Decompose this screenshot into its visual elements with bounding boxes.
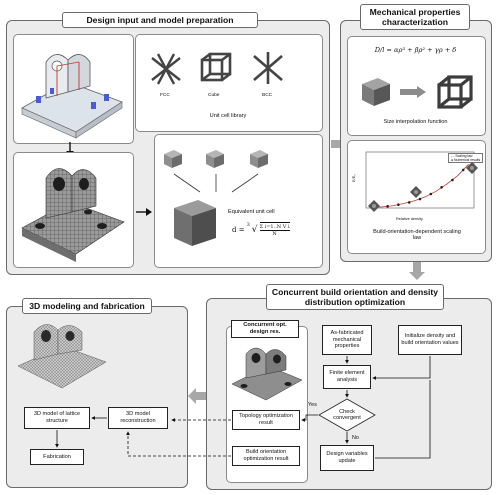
interp-arrow-icon <box>400 86 426 98</box>
right-arrow-icon <box>136 208 152 216</box>
fabrication-box: Fabrication <box>30 449 84 465</box>
orientation-cube-2 <box>410 186 422 198</box>
equivalent-cube <box>174 200 216 246</box>
lattice-model-box: 3D model of lattice structure <box>24 407 90 429</box>
voxel-cube-small-1 <box>164 150 182 168</box>
data-point <box>386 205 389 208</box>
flow-arrow-down-icon <box>409 262 425 280</box>
data-point <box>461 168 465 172</box>
topology-result-box: Topology optimization result <box>232 410 300 430</box>
check-convergent-diamond <box>318 398 376 432</box>
size-interpolation-label: Size interpolation function <box>383 119 448 125</box>
data-point <box>451 178 454 182</box>
data-point <box>418 197 422 201</box>
size-interpolation-formula: D/l = αρ³ + βρ² + γρ + δ <box>374 46 457 54</box>
fea-box: Finite element analysis <box>323 365 371 389</box>
equivalent-unit-cell-box <box>154 134 323 268</box>
meshed-bracket-model <box>21 168 125 262</box>
formula-numerator: Σ i=1..N V i <box>259 224 290 231</box>
chart-legend: — Scaling law ● Numerical results <box>448 153 484 164</box>
fcc-unit-cell-icon <box>151 53 181 85</box>
cad-bracket-model <box>21 54 123 139</box>
concurrent-results-title: Concurrent opt. design res. <box>231 320 299 338</box>
data-point <box>407 201 411 204</box>
data-point <box>397 203 400 206</box>
formula-denominator: N <box>272 231 277 237</box>
voxel-cube-small-3 <box>250 150 268 168</box>
reconstruction-box: 3D model reconstruction <box>108 407 168 429</box>
legend-item-numerical: ● Numerical results <box>451 158 481 163</box>
cube-label: Cube <box>208 93 220 98</box>
design-panel-title: Design input and model preparation <box>62 12 258 28</box>
formula-lhs: d = <box>232 225 245 234</box>
mechanical-panel-title: Mechanical properties characterization <box>360 4 470 30</box>
lattice-cube-icon <box>437 75 473 109</box>
chart-xlabel: Relative density <box>396 217 423 221</box>
converge-arrows-icon <box>173 173 259 193</box>
yes-label: Yes <box>308 402 317 408</box>
bcc-unit-cell-icon <box>253 52 283 84</box>
voxel-cube-small-2 <box>206 150 224 168</box>
orientation-cube-1 <box>368 200 380 212</box>
concurrent-panel-title: Concurrent build orientation and density… <box>266 284 444 310</box>
check-convergent-label: Check convergent <box>333 409 361 422</box>
lattice-bracket-model <box>17 324 107 389</box>
unit-cell-library-label: Unit cell library <box>209 113 247 119</box>
build-orientation-result-box: Build orientation optimization result <box>232 446 300 466</box>
design-update-box: Design variables update <box>320 445 374 471</box>
asfab-properties-box: As-fabricated mechanical properties <box>322 325 372 355</box>
scaling-law-label: Build-orientation-dependent scaling law <box>373 229 461 242</box>
bcc-label: BCC <box>262 93 273 98</box>
cube-unit-cell-icon <box>200 52 232 82</box>
solid-cube-icon <box>362 78 390 106</box>
chart-plot-area <box>365 151 475 209</box>
data-point <box>440 185 443 189</box>
equivalent-formula: d = 3 √ Σ i=1..N V i N <box>232 221 290 237</box>
initialize-box: Initialize density and build orientation… <box>398 325 462 355</box>
optimized-bracket-model <box>231 347 303 401</box>
no-label: No <box>352 435 359 441</box>
formula-root-index: 3 <box>246 221 250 228</box>
unit-cell-library-box <box>135 34 323 132</box>
modeling-panel-title: 3D modeling and fabrication <box>22 298 152 314</box>
fcc-label: FCC <box>160 93 170 98</box>
flow-arrow-left-icon <box>188 388 206 404</box>
data-point <box>429 192 433 196</box>
legend-item-scaling: — Scaling law <box>451 154 473 158</box>
orientation-cube-3 <box>466 162 478 174</box>
equivalent-unit-cell-label: Equivalent unit cell <box>228 209 275 215</box>
